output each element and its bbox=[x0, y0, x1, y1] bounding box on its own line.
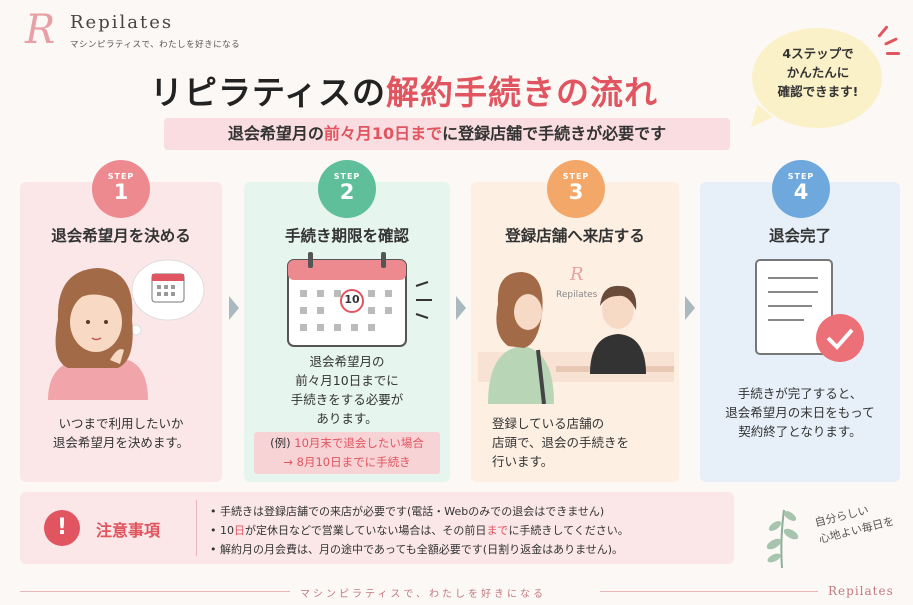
step-number: 1 bbox=[113, 180, 129, 204]
notice-item: • 10日が定休日などで営業していない場合は、その前日までに手続きしてください。 bbox=[210, 521, 629, 540]
step-label: STEP bbox=[107, 172, 135, 181]
step-label: STEP bbox=[333, 172, 361, 181]
desc-line: 退会希望月を決めます。 bbox=[52, 435, 190, 450]
store-logo-icon: R bbox=[570, 264, 584, 285]
bubble-line3: 確認できます! bbox=[777, 84, 859, 99]
desc-line: 登録している店舗の bbox=[492, 416, 605, 431]
logo-mark-icon: R bbox=[24, 7, 56, 53]
step-badge-3: STEP 3 bbox=[547, 160, 605, 218]
arrow-right-icon bbox=[685, 296, 695, 320]
footer-tagline: マシンピラティスで、わたしを好きになる bbox=[300, 589, 546, 600]
notice-accent: まで bbox=[486, 524, 509, 537]
notice-box bbox=[20, 492, 734, 564]
subtitle-banner: 退会希望月の前々月10日までに登録店舗で手続きが必要です bbox=[164, 118, 730, 150]
step-title-4: 退会完了 bbox=[768, 227, 831, 245]
notice-heading: 注意事項 bbox=[96, 521, 161, 540]
document-check-icon bbox=[755, 259, 864, 362]
notice-item: • 手続きは登録店舗での来店が必要です(電話・Webのみでの退会はできません) bbox=[210, 505, 605, 518]
example-accent1: 10月末で退会したい場合 bbox=[294, 436, 424, 450]
title-part2: 解約手続きの流れ bbox=[386, 73, 659, 112]
subtitle-accent: 前々月10日まで bbox=[323, 124, 443, 143]
desc-line: 契約終了となります。 bbox=[738, 424, 862, 439]
store-sign-text: Repilates bbox=[556, 290, 598, 300]
step-number: 2 bbox=[339, 180, 355, 204]
spark-icon bbox=[877, 25, 889, 38]
warning-icon: ! bbox=[44, 510, 80, 546]
subtitle-before: 退会希望月の bbox=[227, 124, 324, 143]
desc-line: あります。 bbox=[316, 411, 378, 426]
step-badge-2: STEP 2 bbox=[318, 160, 376, 218]
speech-bubble bbox=[752, 28, 882, 128]
desc-line: 手続きをする必要が bbox=[290, 392, 404, 407]
example-prefix: (例) bbox=[270, 436, 291, 450]
notice-list: • 手続きは登録店舗での来店が必要です(電話・Webのみでの退会はできません) … bbox=[210, 502, 629, 559]
footer-divider bbox=[600, 591, 818, 592]
desc-line: いつまで利用したいか bbox=[58, 416, 184, 431]
arrow-right-icon bbox=[456, 296, 466, 320]
notice-text: が定休日などで営業していない場合は、その前日 bbox=[244, 524, 487, 537]
brand-tagline: マシンピラティスで、わたしを好きになる bbox=[70, 40, 241, 50]
footer-brand: Repilates bbox=[828, 584, 894, 598]
footer-divider bbox=[20, 591, 290, 592]
desc-line: 退会希望月の末日をもって bbox=[725, 405, 875, 420]
step-number: 4 bbox=[793, 180, 809, 204]
notice-accent: 日 bbox=[233, 524, 245, 537]
step-badge-4: STEP 4 bbox=[772, 160, 830, 218]
subtitle-after: に登録店舗で手続きが必要です bbox=[442, 124, 667, 143]
step-title-1: 退会希望月を決める bbox=[51, 227, 191, 245]
page-title: リピラティスの解約手続きの流れ bbox=[150, 66, 658, 114]
step-label: STEP bbox=[562, 172, 590, 181]
step-desc-3: 登録している店舗の 店頭で、退会の手続きを 行います。 bbox=[478, 414, 638, 471]
plant-icon bbox=[766, 509, 799, 568]
step-badge-1: STEP 1 bbox=[92, 160, 150, 218]
store-visit-illustration bbox=[478, 272, 674, 404]
step-number: 3 bbox=[568, 180, 584, 204]
step-desc-4: 手続きが完了すると、 退会希望月の末日をもって 契約終了となります。 bbox=[700, 384, 900, 441]
desc-line: 手続きが完了すると、 bbox=[737, 386, 863, 401]
desc-line: 退会希望月の bbox=[309, 354, 385, 369]
step-title-3: 登録店舗へ来店する bbox=[505, 227, 645, 245]
spark-icon bbox=[884, 37, 898, 46]
desc-line: 店頭で、退会の手続きを bbox=[492, 435, 630, 450]
desc-line: 行います。 bbox=[492, 454, 554, 469]
brand-name: Repilates bbox=[70, 12, 174, 33]
bubble-line2: かんたんに bbox=[786, 65, 850, 80]
step-desc-2: 退会希望月の 前々月10日までに 手続きをする必要が あります。 bbox=[244, 352, 450, 428]
bubble-line1: 4ステップで bbox=[782, 46, 854, 61]
example-box: (例) 10月末で退会したい場合 → 8月10日までに手続き bbox=[254, 432, 440, 474]
notice-divider bbox=[196, 500, 197, 556]
woman-thinking-illustration bbox=[48, 259, 205, 400]
title-part1: リピラティスの bbox=[150, 73, 387, 112]
desc-line: 前々月10日までに bbox=[295, 373, 399, 388]
notice-item: • 解約月の月会費は、月の途中であっても全額必要です(日割り返金はありません)。 bbox=[210, 543, 624, 556]
bubble-text: 4ステップで かんたんに 確認できます! bbox=[756, 44, 880, 101]
notice-text: • 10 bbox=[210, 524, 234, 537]
side-note: 自分らしい 心地よい毎日を bbox=[813, 496, 896, 548]
step-label: STEP bbox=[787, 172, 815, 181]
calendar-icon bbox=[287, 252, 432, 347]
calendar-day: 10 bbox=[344, 293, 360, 306]
arrow-right-icon bbox=[229, 296, 239, 320]
step-title-2: 手続き期限を確認 bbox=[284, 227, 409, 245]
step-desc-1: いつまで利用したいか 退会希望月を決めます。 bbox=[20, 414, 222, 452]
example-accent2: → 8月10日までに手続き bbox=[283, 455, 411, 469]
spark-icon bbox=[886, 52, 900, 55]
notice-text: に手続きしてください。 bbox=[508, 524, 629, 537]
